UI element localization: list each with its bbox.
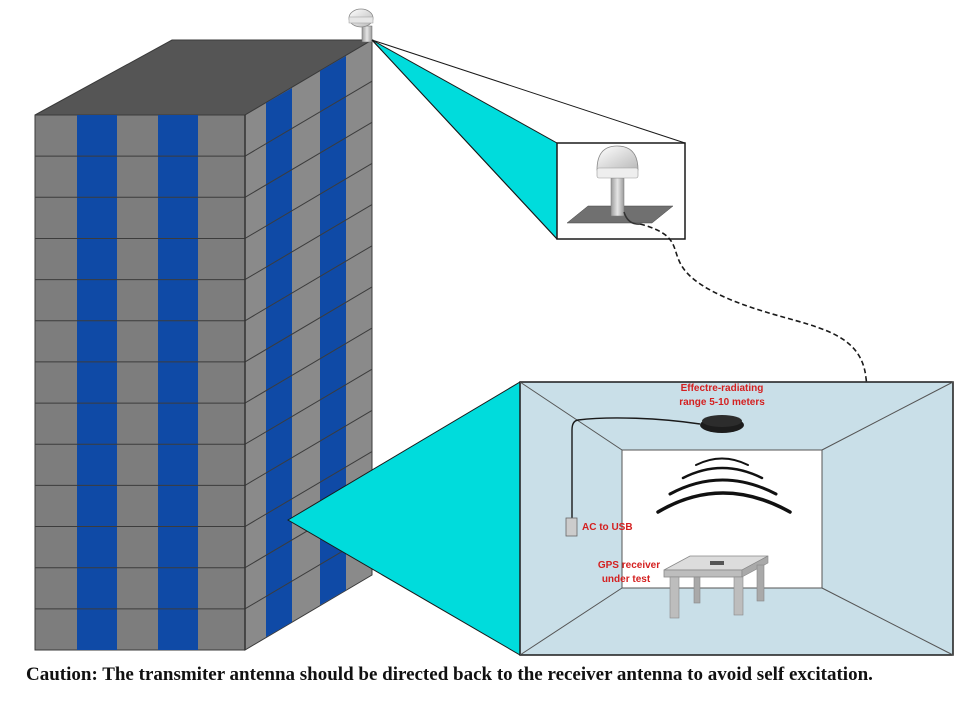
building-window-column (77, 115, 117, 650)
puck-antenna-icon (700, 415, 744, 433)
radiating-range-label-line2: range 5-10 meters (679, 397, 765, 408)
building-window-column (266, 88, 292, 637)
floor-line (244, 163, 373, 239)
zoom-beam-edge (371, 39, 686, 144)
gps-antenna-icon (348, 8, 374, 43)
floor-line (244, 409, 373, 486)
floor-line (244, 121, 373, 198)
floor-line (244, 327, 373, 404)
gps-antenna-icon (596, 145, 639, 179)
floor-line (244, 368, 373, 445)
ac-usb-adapter (565, 517, 578, 537)
table-icon (663, 555, 769, 619)
building-window-column (320, 56, 346, 605)
gps-receiver-label-line2: under test (602, 574, 651, 585)
building-floor-lines (35, 80, 373, 610)
building (34, 39, 374, 651)
usb-cable (571, 417, 701, 518)
gps-receiver-label-line1: GPS receiver (598, 560, 660, 571)
floor-line (244, 204, 373, 281)
building-side-face (244, 39, 373, 651)
radiating-range-label-line1: Effectre-radiating (681, 383, 764, 394)
building-front-face (34, 114, 246, 651)
floor-line (244, 286, 373, 363)
floor-line (244, 245, 373, 322)
building-window-column (158, 115, 198, 650)
zoom-beam-edge (371, 39, 558, 240)
ac-usb-label: AC to USB (582, 522, 633, 533)
antenna-zoom-box (556, 142, 686, 240)
signal-waves (656, 457, 792, 514)
floor-line (244, 451, 373, 527)
floor-line (244, 80, 373, 157)
gps-receiver-device (710, 561, 724, 565)
caution-caption: Caution: The transmiter antenna should b… (26, 664, 873, 685)
